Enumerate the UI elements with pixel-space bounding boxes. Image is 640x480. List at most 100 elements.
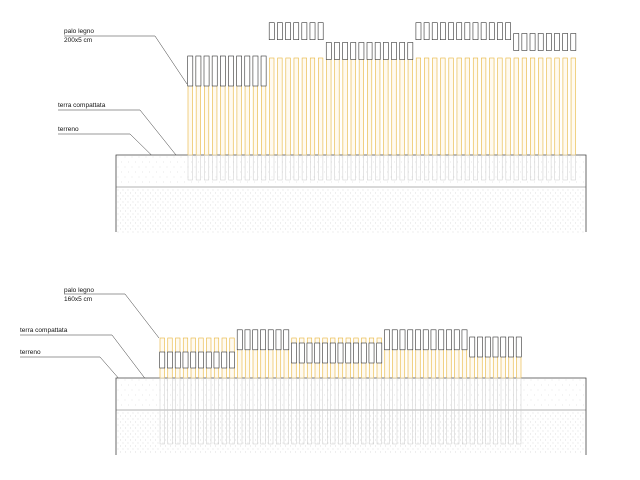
soil-dot	[522, 219, 524, 221]
soil-dot	[418, 176, 420, 178]
soil-dot	[287, 189, 289, 191]
soil-dot	[395, 198, 396, 200]
soil-dot	[392, 201, 394, 203]
soil-dot	[464, 394, 465, 396]
soil-dot	[450, 394, 451, 396]
soil-dot	[537, 418, 539, 420]
soil-dot	[147, 231, 149, 233]
soil-dot	[275, 222, 276, 224]
soil-dot	[580, 439, 581, 441]
soil-dot	[145, 389, 147, 391]
soil-dot	[347, 448, 349, 450]
soil-dot	[502, 418, 504, 420]
panel-board	[376, 342, 383, 364]
soil-dot	[530, 222, 531, 224]
soil-dot	[377, 424, 379, 426]
pole-buried	[469, 377, 475, 445]
soil-dot	[275, 161, 276, 163]
soil-dot	[280, 228, 281, 230]
soil-dot	[530, 204, 531, 206]
soil-dot	[375, 421, 376, 423]
soil-dot	[225, 439, 226, 441]
soil-dot	[376, 176, 378, 178]
soil-dot	[516, 399, 518, 401]
soil-dot	[320, 228, 321, 230]
soil-dot	[155, 427, 156, 429]
soil-dot	[390, 427, 391, 429]
soil-dot	[390, 433, 391, 435]
soil-dot	[477, 201, 479, 203]
soil-dot	[437, 201, 439, 203]
soil-dot	[435, 210, 436, 212]
soil-dot	[190, 204, 191, 206]
soil-dot	[520, 216, 521, 218]
soil-dot	[462, 213, 464, 215]
pole	[309, 57, 316, 156]
soil-dot	[375, 427, 376, 429]
soil-dot	[187, 448, 189, 450]
pole-buried	[481, 154, 487, 181]
soil-dot	[551, 389, 553, 391]
soil-dot	[417, 201, 419, 203]
soil-dot	[370, 198, 371, 200]
soil-dot	[482, 201, 484, 203]
soil-dot	[225, 228, 226, 230]
soil-dot	[490, 228, 491, 230]
soil-dot	[402, 213, 404, 215]
soil-dot	[401, 161, 402, 163]
soil-dot	[482, 448, 484, 450]
soil-dot	[400, 192, 401, 194]
soil-dot	[197, 213, 199, 215]
soil-dot	[332, 195, 334, 197]
soil-dot	[383, 399, 385, 401]
soil-dot	[480, 427, 481, 429]
soil-dot	[342, 189, 344, 191]
soil-dot	[425, 433, 426, 435]
soil-dot	[412, 225, 414, 227]
soil-dot	[162, 213, 164, 215]
soil-dot	[310, 384, 311, 386]
soil-dot	[227, 436, 229, 438]
soil-dot	[270, 192, 271, 194]
soil-dot	[380, 415, 381, 417]
soil-dot	[152, 379, 154, 381]
pole-buried	[570, 154, 576, 181]
soil-dot	[285, 198, 286, 200]
soil-dot	[340, 216, 341, 218]
soil-dot	[375, 192, 376, 194]
soil-dot	[315, 427, 316, 429]
pole-buried	[204, 154, 210, 181]
soil-dot	[392, 424, 394, 426]
soil-dot	[355, 433, 356, 435]
soil-dot	[205, 427, 206, 429]
soil-dot	[207, 436, 209, 438]
soil-dot	[120, 421, 121, 423]
soil-dot	[222, 219, 224, 221]
soil-dot	[287, 225, 289, 227]
soil-dot	[365, 210, 366, 212]
soil-dot	[402, 207, 404, 209]
soil-dot	[372, 225, 374, 227]
soil-dot	[165, 210, 166, 212]
soil-dot	[347, 195, 349, 197]
soil-dot	[337, 219, 339, 221]
soil-dot	[415, 171, 416, 173]
soil-dot	[575, 451, 576, 453]
soil-dot	[157, 448, 159, 450]
soil-dot	[198, 181, 199, 183]
soil-dot	[417, 442, 419, 444]
soil-dot	[312, 424, 314, 426]
soil-dot	[464, 404, 465, 406]
soil-dot	[345, 404, 346, 406]
soil-dot	[520, 228, 521, 230]
soil-dot	[210, 451, 211, 453]
soil-dot	[190, 421, 191, 423]
soil-dot	[580, 427, 581, 429]
soil-dot	[233, 404, 234, 406]
soil-dot	[465, 216, 466, 218]
soil-dot	[460, 439, 461, 441]
soil-dot	[447, 213, 449, 215]
soil-dot	[425, 204, 426, 206]
soil-dot	[297, 207, 299, 209]
soil-dot	[457, 404, 458, 406]
